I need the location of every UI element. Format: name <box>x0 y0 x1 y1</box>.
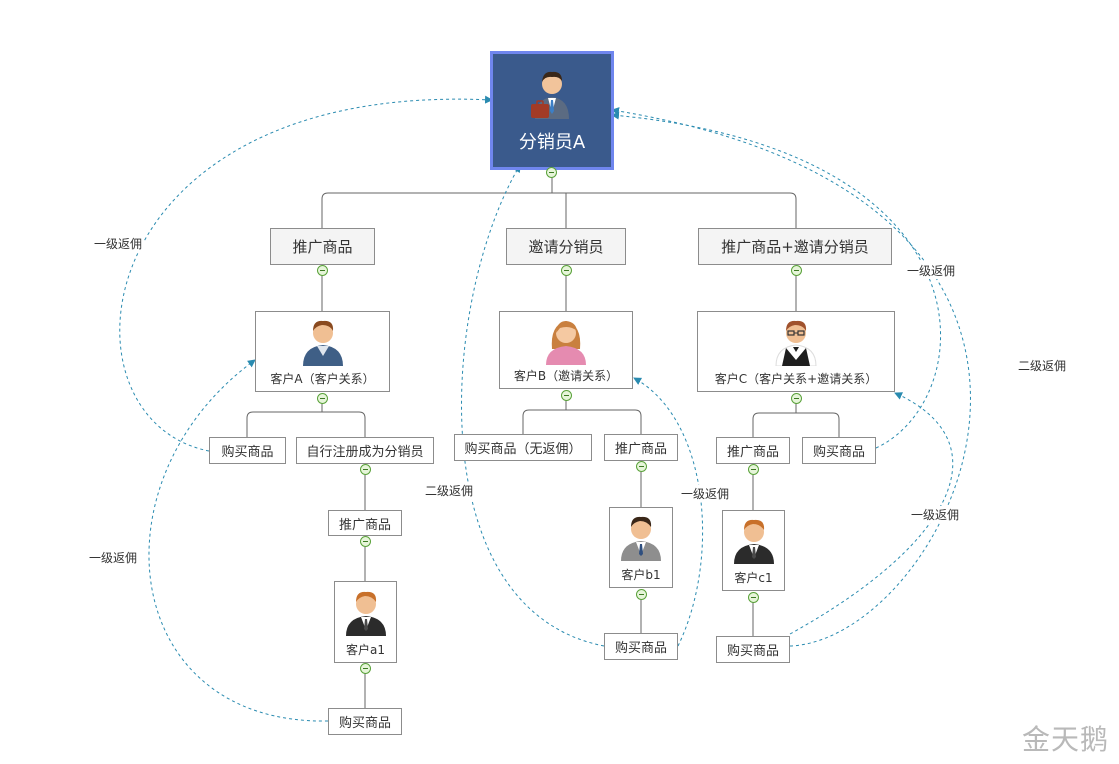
man-in-suit-avatar-icon <box>732 511 776 569</box>
collapse-toggle[interactable] <box>636 589 647 600</box>
tree-connectors <box>246 176 840 708</box>
a-register-label: 自行注册成为分销员 <box>306 445 424 460</box>
branch-promote[interactable]: 推广商品 <box>270 228 375 265</box>
c1-buy-node[interactable]: 购买商品 <box>716 636 790 663</box>
collapse-toggle[interactable] <box>360 536 371 547</box>
man-with-glasses-avatar-icon <box>774 312 818 370</box>
customer-a-connector <box>246 403 366 437</box>
rebate-link-c1-to-root <box>611 107 971 647</box>
a-register-node[interactable]: 自行注册成为分销员 <box>296 437 434 464</box>
root-branch-connector <box>321 176 797 228</box>
collapse-toggle[interactable] <box>748 464 759 475</box>
branch-both-label: 推广商品+邀请分销员 <box>721 238 869 256</box>
customer-c-label: 客户C（客户关系+邀请关系） <box>714 372 878 386</box>
customer-b1-label: 客户b1 <box>621 568 661 582</box>
rebate-label: 二级返佣 <box>423 482 476 499</box>
a-buy-node[interactable]: 购买商品 <box>209 437 286 464</box>
b-buy-no-rebate-node[interactable]: 购买商品（无返佣） <box>454 434 592 461</box>
collapse-toggle[interactable] <box>561 390 572 401</box>
rebate-label: 一级返佣 <box>909 506 962 523</box>
c-buy-label: 购买商品 <box>812 445 865 460</box>
b1-buy-label: 购买商品 <box>614 641 667 656</box>
customer-c1-label: 客户c1 <box>734 571 773 585</box>
a-buy-label: 购买商品 <box>221 445 274 460</box>
c-promote-node[interactable]: 推广商品 <box>716 437 790 464</box>
businessman-with-briefcase-icon <box>529 67 575 124</box>
customer-a1-label: 客户a1 <box>346 643 385 657</box>
rebate-label: 一级返佣 <box>905 262 958 279</box>
rebate-label: 一级返佣 <box>87 549 140 566</box>
collapse-toggle[interactable] <box>360 464 371 475</box>
collapse-toggle[interactable] <box>791 393 802 404</box>
rebate-links <box>119 95 971 722</box>
rebate-link-c-buy <box>611 111 942 449</box>
root-node[interactable]: 分销员A <box>490 51 614 170</box>
a-promote-label: 推广商品 <box>338 517 391 533</box>
man-avatar-icon <box>301 312 345 370</box>
customer-c-connector <box>752 403 840 437</box>
a1-buy-label: 购买商品 <box>338 716 391 731</box>
branch-invite[interactable]: 邀请分销员 <box>506 228 626 265</box>
b-promote-node[interactable]: 推广商品 <box>604 434 678 461</box>
customer-a1-card[interactable]: 客户a1 <box>334 581 397 663</box>
collapse-toggle[interactable] <box>636 461 647 472</box>
branch-promote-and-invite[interactable]: 推广商品+邀请分销员 <box>698 228 892 265</box>
collapse-toggle[interactable] <box>317 265 328 276</box>
collapse-toggle[interactable] <box>791 265 802 276</box>
customer-c-card[interactable]: 客户C（客户关系+邀请关系） <box>697 311 895 392</box>
collapse-toggle[interactable] <box>317 393 328 404</box>
collapse-toggle[interactable] <box>546 167 557 178</box>
c-promote-label: 推广商品 <box>726 445 779 460</box>
watermark: 金天鹅 <box>1021 723 1109 756</box>
rebate-label: 一级返佣 <box>679 485 732 502</box>
branch-invite-label: 邀请分销员 <box>528 238 604 256</box>
rebate-link-b1-to-b <box>633 377 704 647</box>
a-promote-node[interactable]: 推广商品 <box>328 510 402 536</box>
rebate-link-a1-buy <box>148 359 329 722</box>
rebate-label: 二级返佣 <box>1016 357 1069 374</box>
collapse-toggle[interactable] <box>748 592 759 603</box>
rebate-link-a-buy <box>119 95 493 452</box>
rebate-link-c1-to-c <box>789 392 954 635</box>
branch-promote-label: 推广商品 <box>292 238 353 256</box>
customer-b1-card[interactable]: 客户b1 <box>609 507 673 588</box>
c1-buy-label: 购买商品 <box>726 644 779 659</box>
collapse-toggle[interactable] <box>360 663 371 674</box>
rebate-link-b1-to-root <box>461 164 605 647</box>
customer-b-label: 客户B（邀请关系） <box>513 369 619 383</box>
root-label: 分销员A <box>518 132 586 153</box>
rebate-label: 一级返佣 <box>92 235 145 252</box>
b1-buy-node[interactable]: 购买商品 <box>604 633 678 660</box>
woman-avatar-icon <box>544 312 588 367</box>
customer-a-label: 客户A（客户关系） <box>270 372 375 386</box>
customer-b-card[interactable]: 客户B（邀请关系） <box>499 311 633 389</box>
man-in-suit-avatar-icon <box>344 582 388 641</box>
a1-buy-node[interactable]: 购买商品 <box>328 708 402 735</box>
customer-b-connector <box>522 400 642 434</box>
b-promote-label: 推广商品 <box>614 442 667 457</box>
customer-a-card[interactable]: 客户A（客户关系） <box>255 311 390 392</box>
collapse-toggle[interactable] <box>561 265 572 276</box>
man-in-suit-avatar-icon <box>619 508 663 566</box>
customer-c1-card[interactable]: 客户c1 <box>722 510 785 591</box>
c-buy-node[interactable]: 购买商品 <box>802 437 876 464</box>
b-buy-no-rebate-label: 购买商品（无返佣） <box>464 442 582 457</box>
